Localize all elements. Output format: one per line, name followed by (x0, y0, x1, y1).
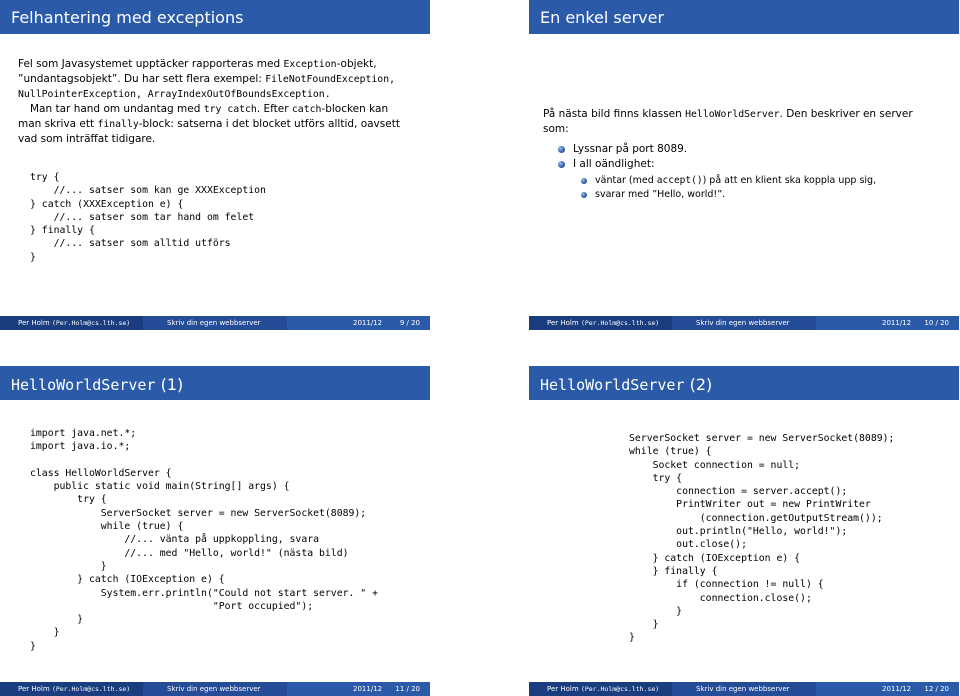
paragraph-line: som: (543, 123, 569, 135)
paragraph-line: vad som inträffat tidigare. (18, 133, 156, 145)
slide-simple-server: En enkel server På nästa bild finns klas… (529, 0, 959, 330)
sub-list-item: väntar (med accept()) på att en klient s… (573, 174, 876, 188)
page-number: 11 / 20 (395, 685, 420, 693)
code-block: ServerSocket server = new ServerSocket(8… (629, 433, 895, 644)
paragraph-line: man skriva ett finally-block: satserna i… (18, 118, 400, 130)
slide-title: HelloWorldServer (2) (529, 366, 959, 400)
page-number: 10 / 20 (924, 319, 949, 327)
list-item: Lyssnar på port 8089. (557, 142, 876, 157)
list-item: I all oändlighet: väntar (med accept()) … (557, 157, 876, 202)
sub-list-item: svarar med ”Hello, world!”. (573, 188, 876, 202)
paragraph-line: På nästa bild finns klassen HelloWorldSe… (543, 108, 913, 120)
slide-title: En enkel server (529, 0, 959, 34)
slide-footer: Per Holm (Per.Holm@cs.lth.se) Skriv din … (0, 682, 430, 696)
bullet-ball-icon (581, 192, 587, 198)
page-number: 12 / 20 (924, 685, 949, 693)
slide-footer: Per Holm (Per.Holm@cs.lth.se) Skriv din … (0, 316, 430, 330)
slide-exceptions: Felhantering med exceptions Fel som Java… (0, 0, 430, 330)
code-block: import java.net.*; import java.io.*; cla… (30, 428, 378, 652)
slide-title: HelloWorldServer (1) (0, 366, 430, 400)
slide-helloworld-2: HelloWorldServer (2) ServerSocket server… (529, 366, 959, 696)
footer-author: Per Holm (Per.Holm@cs.lth.se) (529, 316, 672, 330)
footer-topic: Skriv din egen webbserver (143, 682, 287, 696)
footer-author: Per Holm (Per.Holm@cs.lth.se) (0, 682, 143, 696)
slide-helloworld-1: HelloWorldServer (1) import java.net.*; … (0, 366, 430, 696)
bullet-ball-icon (581, 178, 587, 184)
slide-footer: Per Holm (Per.Holm@cs.lth.se) Skriv din … (529, 682, 959, 696)
sub-list: väntar (med accept()) på att en klient s… (573, 174, 876, 202)
bullet-ball-icon (558, 146, 565, 153)
footer-author: Per Holm (Per.Holm@cs.lth.se) (529, 682, 672, 696)
footer-topic: Skriv din egen webbserver (672, 682, 816, 696)
page-number: 9 / 20 (399, 319, 420, 327)
footer-author: Per Holm (Per.Holm@cs.lth.se) (0, 316, 143, 330)
code-block: try { //... satser som kan ge XXXExcepti… (30, 172, 266, 263)
paragraph-line: Man tar hand om undantag med try catch. … (30, 103, 389, 115)
paragraph-line: Fel som Javasystemet upptäcker rapporter… (18, 58, 377, 70)
slide-footer: Per Holm (Per.Holm@cs.lth.se) Skriv din … (529, 316, 959, 330)
footer-topic: Skriv din egen webbserver (143, 316, 287, 330)
paragraph-line: ”undantagsobjekt”. Du har sett flera exe… (18, 73, 395, 85)
slide-title: Felhantering med exceptions (0, 0, 430, 34)
footer-topic: Skriv din egen webbserver (672, 316, 816, 330)
paragraph-line: NullPointerException, ArrayIndexOutOfBou… (18, 89, 331, 100)
bullet-list: Lyssnar på port 8089. I all oändlighet: … (557, 142, 876, 202)
bullet-ball-icon (558, 161, 565, 168)
